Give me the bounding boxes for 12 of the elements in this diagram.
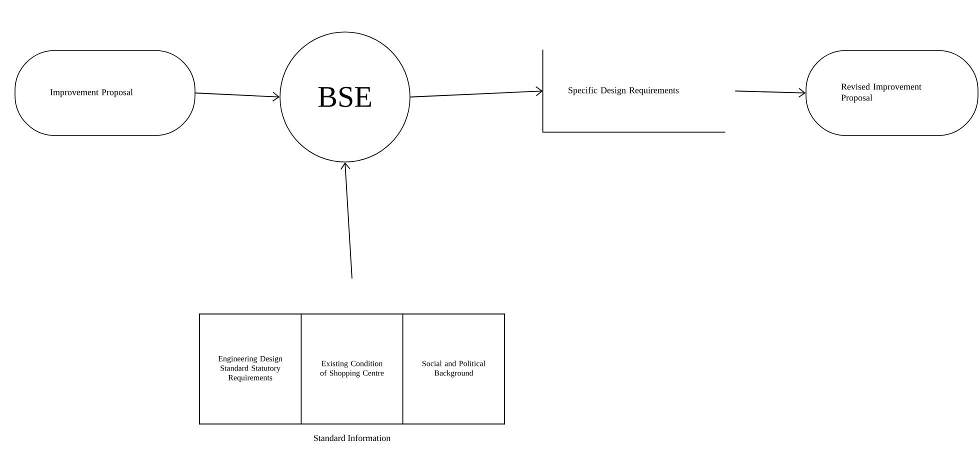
rounded-box: Improvement Proposal bbox=[14, 50, 196, 136]
rounded-box: Revised Improvement Proposal bbox=[806, 50, 978, 136]
table-cell: Social and Political Background bbox=[422, 360, 486, 378]
table-cell: Engineering Design Standard Statutory Requirements bbox=[218, 356, 282, 382]
arrow bbox=[410, 86, 543, 98]
node-label: Standard Information bbox=[314, 434, 390, 442]
bracket-box: Specific Design Requirements bbox=[542, 49, 726, 133]
arrow bbox=[340, 162, 352, 279]
arrow bbox=[734, 88, 806, 98]
circle-node: BSE bbox=[280, 32, 410, 162]
table-cell: Existing Condition of Shopping Centre bbox=[320, 360, 384, 378]
arrow bbox=[194, 92, 280, 102]
